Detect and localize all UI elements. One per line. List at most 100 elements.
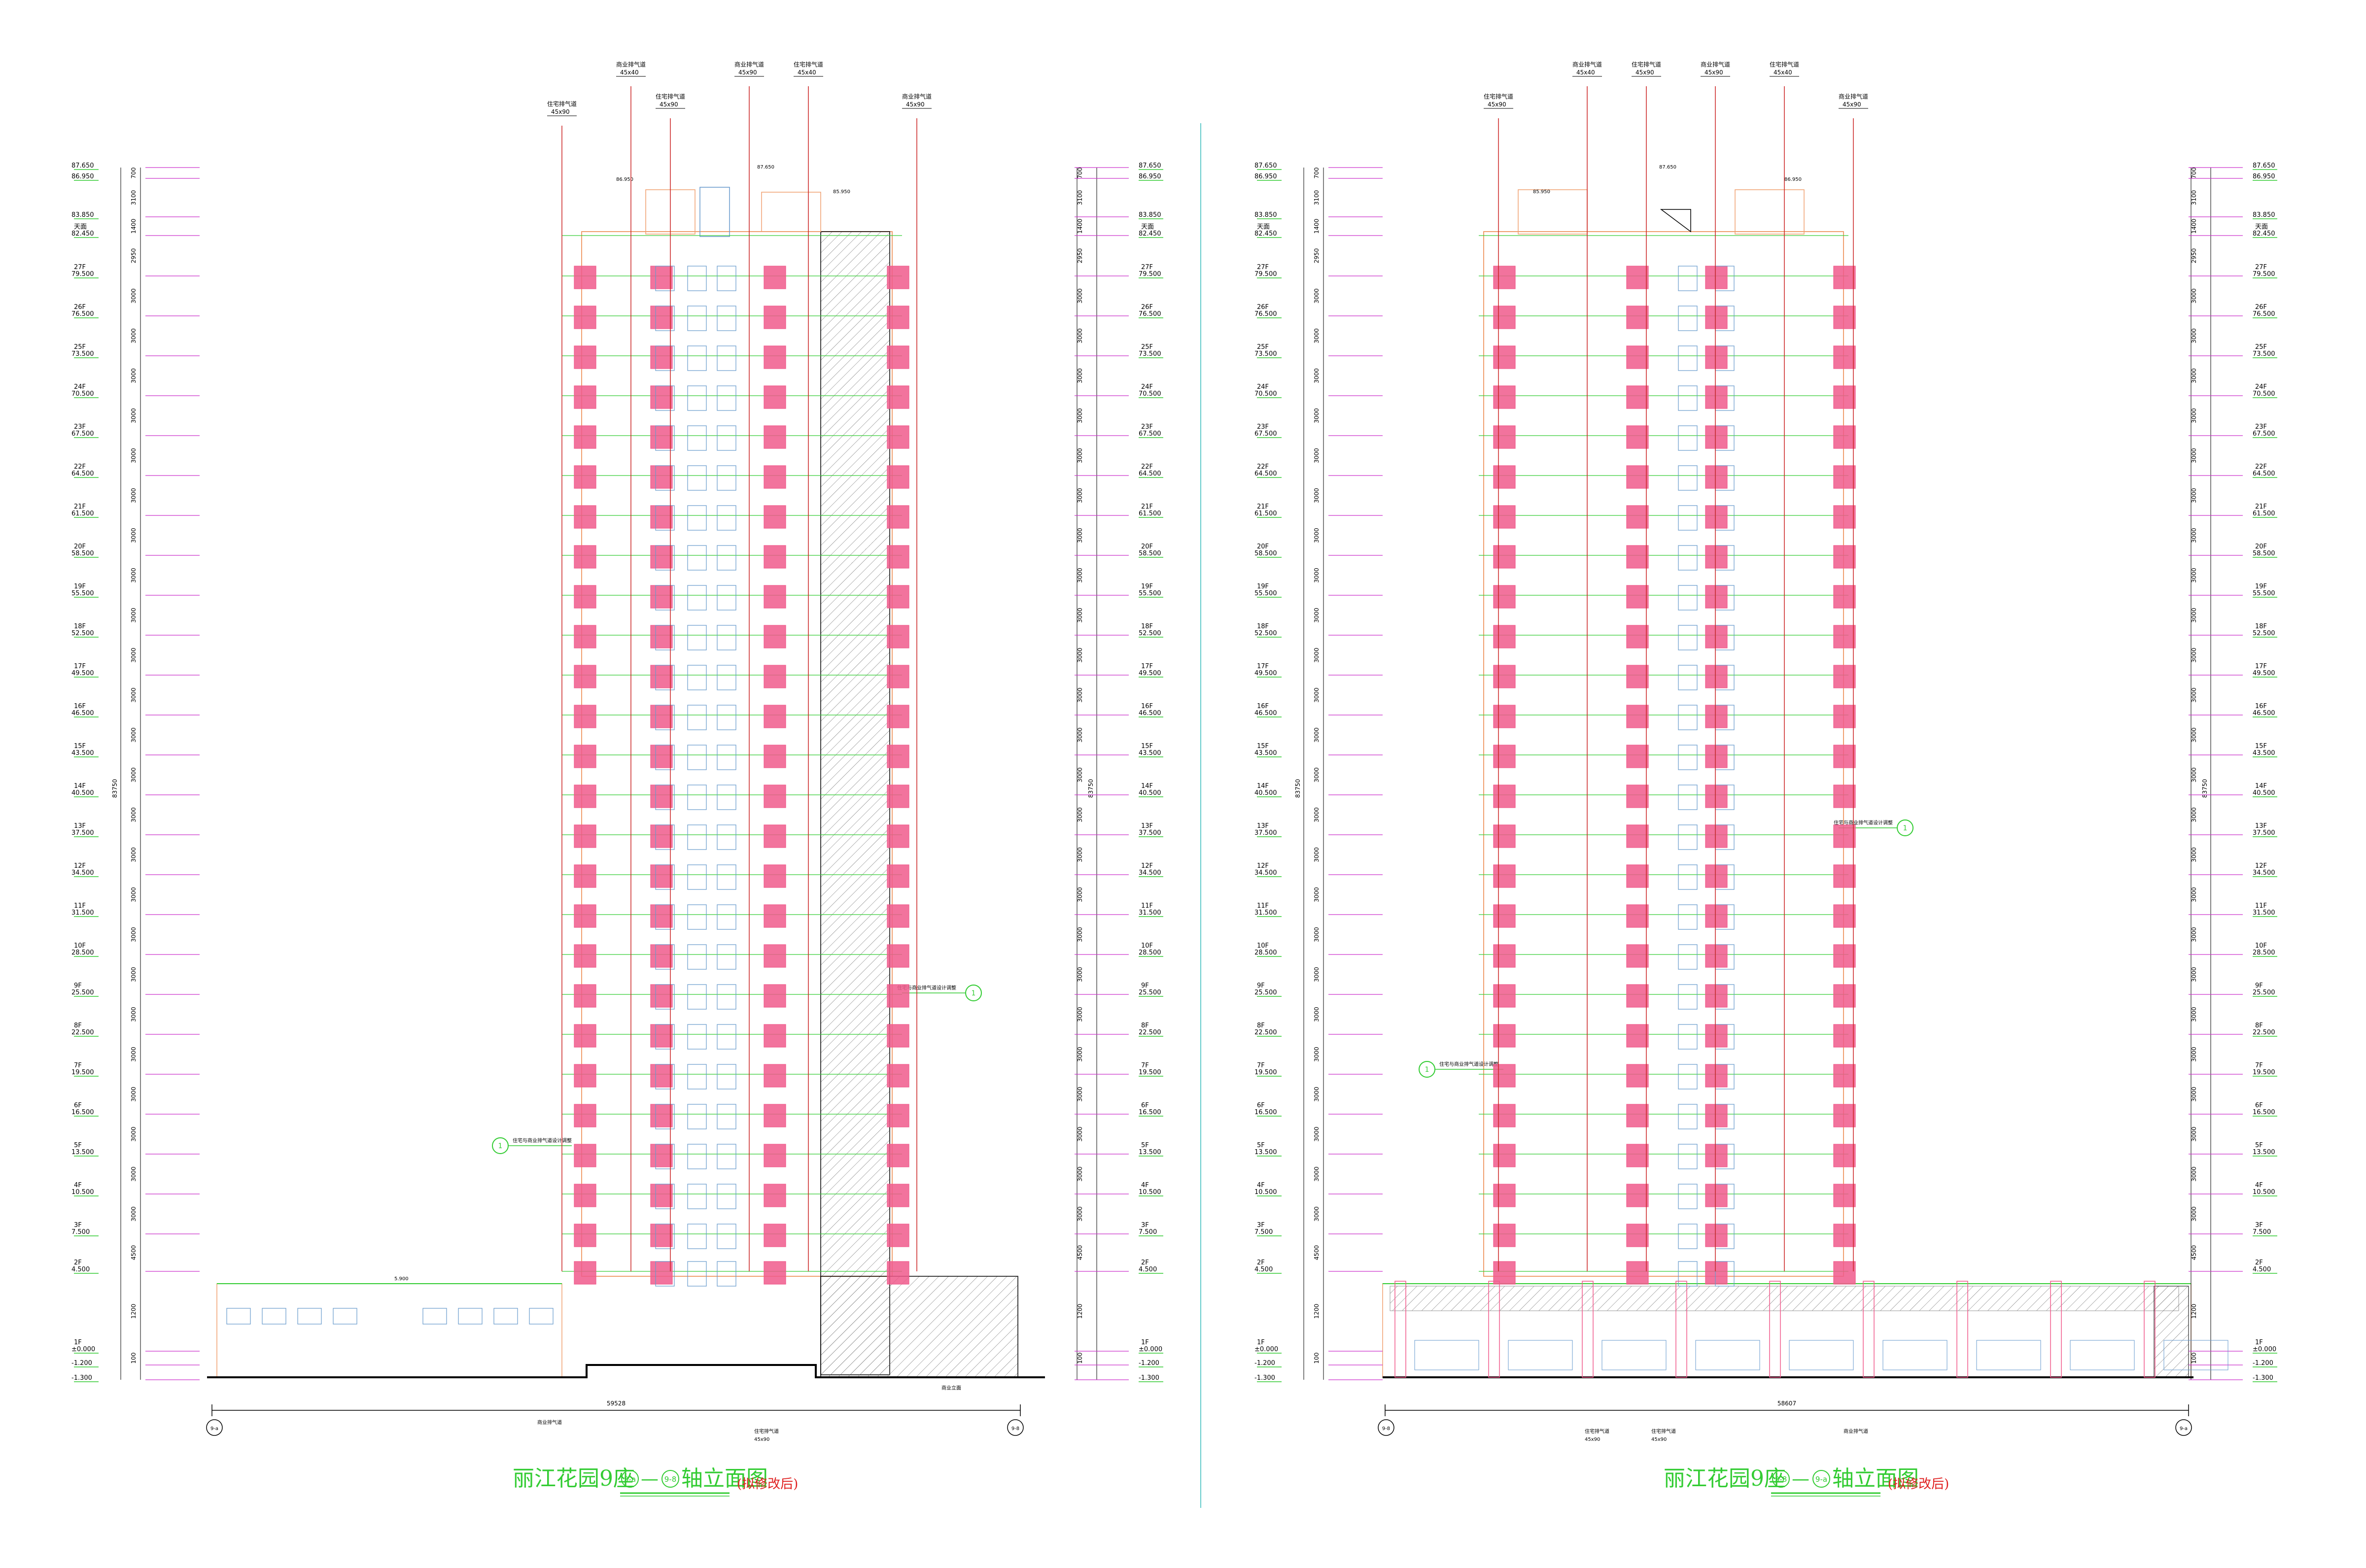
- floor-dim-mid-left-13: 3000: [1077, 648, 1083, 663]
- level-elev-mid-right-20: 31.500: [1254, 909, 1277, 917]
- window-left-pink-1-23: [887, 1024, 909, 1048]
- floor-dim-far-right-28: 4500: [2191, 1245, 2197, 1261]
- level-name-mid-left-13: 18F: [1141, 623, 1153, 630]
- window-right-pink-3-5: [1705, 306, 1728, 329]
- level-name-far-left-4: 27F: [74, 264, 86, 271]
- right-top-elev-b: 86.950: [1784, 177, 1802, 182]
- window-right-pink-0-15: [1493, 705, 1516, 728]
- window-left-blue-0-9: [655, 465, 675, 491]
- floor-dim-mid-left-23: 3000: [1077, 1047, 1083, 1062]
- pipe-label-right-4: 住宅排气道: [1770, 61, 1799, 68]
- level-name-far-right-20: 11F: [2255, 902, 2267, 910]
- window-left-blue-1-26: [687, 1144, 707, 1169]
- window-right-pink-3-24: [1705, 1064, 1728, 1088]
- level-elev-mid-left-29: 4.500: [1139, 1266, 1157, 1273]
- window-left-blue-1-13: [687, 625, 707, 650]
- floor-dim-mid-right-18: 3000: [1313, 847, 1320, 862]
- window-right-pink-1-29: [1833, 1261, 1856, 1285]
- window-right-blue-0-14: [1678, 665, 1698, 690]
- window-right-pink-1-26: [1833, 1144, 1856, 1167]
- level-elev-far-left-14: 49.500: [71, 670, 94, 677]
- level-elev-far-right-7: 70.500: [2253, 390, 2275, 398]
- floor-dim-mid-right-1: 3100: [1313, 190, 1320, 205]
- right-bottom-label-b: 住宅排气道: [1651, 1428, 1676, 1434]
- left-detail-callout-2: 1 住宅与商业排气道设计调整: [897, 985, 982, 1001]
- level-name-mid-left-28: 3F: [1141, 1222, 1149, 1229]
- window-right-blue-0-23: [1678, 1024, 1698, 1050]
- right-axis-word: 轴立面图: [1832, 1466, 1919, 1491]
- window-left-pink-0-18: [574, 824, 596, 848]
- window-right-pink-0-12: [1493, 585, 1516, 609]
- window-left-blue-2-27: [717, 1184, 736, 1209]
- floor-dim-mid-left-28: 4500: [1077, 1245, 1083, 1261]
- level-name-mid-left-16: 15F: [1141, 743, 1153, 750]
- pipe-size-right-5: 45x90: [1843, 101, 1861, 108]
- level-elev-mid-left-2: 83.850: [1139, 211, 1161, 219]
- window-left-pink-1-19: [887, 864, 909, 888]
- pipe-size-right-0: 45x90: [1488, 101, 1506, 108]
- pipe-label-left-4: 住宅排气道: [794, 61, 823, 68]
- window-left-blue-1-9: [687, 465, 707, 491]
- floor-dim-mid-right-24: 3000: [1313, 1087, 1320, 1102]
- window-left-blue-0-10: [655, 505, 675, 531]
- podium-window-left-6: [493, 1308, 518, 1325]
- window-left-blue-0-6: [655, 345, 675, 371]
- floor-dim-far-left-12: 3000: [130, 608, 137, 623]
- window-right-pink-2-18: [1626, 824, 1649, 848]
- level-name-mid-left-7: 24F: [1141, 383, 1153, 391]
- left-hatched-core: [820, 231, 890, 1375]
- level-elev-far-left-5: 76.500: [71, 310, 94, 318]
- level-name-far-left-11: 20F: [74, 543, 86, 550]
- level-name-mid-right-15: 16F: [1257, 703, 1269, 710]
- floor-dim-far-right-20: 3000: [2191, 927, 2197, 942]
- window-right-pink-3-18: [1705, 824, 1728, 848]
- floor-dim-mid-left-16: 3000: [1077, 767, 1083, 783]
- level-elev-far-right-32: -1.300: [2253, 1374, 2273, 1382]
- level-elev-mid-left-26: 13.500: [1139, 1149, 1161, 1156]
- level-elev-mid-left-27: 10.500: [1139, 1189, 1161, 1196]
- floor-dim-mid-right-21: 3000: [1313, 967, 1320, 982]
- window-left-blue-2-25: [717, 1104, 736, 1129]
- window-right-blue-0-28: [1678, 1224, 1698, 1249]
- podium-pier-right-2: [1582, 1281, 1594, 1378]
- level-elev-mid-right-27: 10.500: [1254, 1189, 1277, 1196]
- floor-dim-far-right-10: 3000: [2191, 528, 2197, 543]
- floor-dim-far-left-7: 3000: [130, 408, 137, 423]
- level-elev-mid-right-19: 34.500: [1254, 869, 1277, 877]
- window-right-pink-0-9: [1493, 465, 1516, 489]
- floor-dim-far-left-15: 3000: [130, 727, 137, 743]
- floor-dim-mid-right-16: 3000: [1313, 767, 1320, 783]
- window-left-pink-2-23: [764, 1024, 786, 1048]
- window-left-blue-1-12: [687, 585, 707, 611]
- floor-dim-far-right-9: 3000: [2191, 488, 2197, 503]
- level-elev-mid-left-25: 16.500: [1139, 1109, 1161, 1116]
- floor-dim-mid-right-0: 700: [1313, 168, 1320, 179]
- floor-dim-far-right-21: 3000: [2191, 967, 2197, 982]
- level-elev-far-right-3: 82.450: [2253, 230, 2275, 238]
- left-axis-from-label: 9-a: [624, 1475, 636, 1484]
- podium-shopfront-right-5: [1882, 1340, 1948, 1370]
- level-elev-far-left-2: 83.850: [71, 211, 94, 219]
- window-left-pink-0-24: [574, 1064, 596, 1088]
- level-elev-far-left-32: -1.300: [71, 1374, 92, 1382]
- level-elev-mid-left-32: -1.300: [1139, 1374, 1159, 1382]
- floor-dim-far-left-27: 3000: [130, 1206, 137, 1222]
- window-left-pink-0-13: [574, 625, 596, 648]
- level-name-mid-right-27: 4F: [1257, 1182, 1265, 1189]
- podium-shopfront-right-3: [1695, 1340, 1760, 1370]
- level-name-mid-right-25: 6F: [1257, 1102, 1265, 1109]
- window-right-blue-0-9: [1678, 465, 1698, 491]
- floor-dim-far-right-22: 3000: [2191, 1007, 2197, 1022]
- window-left-blue-1-29: [687, 1261, 707, 1287]
- floor-dim-far-left-0: 700: [130, 168, 137, 179]
- window-right-pink-1-17: [1833, 784, 1856, 808]
- level-elev-mid-right-17: 40.500: [1254, 789, 1277, 797]
- level-name-mid-right-17: 14F: [1257, 783, 1269, 790]
- level-elev-mid-right-22: 25.500: [1254, 989, 1277, 996]
- right-axis-dash: —: [1792, 1469, 1809, 1489]
- level-elev-far-right-23: 22.500: [2253, 1029, 2275, 1036]
- floor-dim-mid-left-11: 3000: [1077, 568, 1083, 583]
- window-left-blue-0-22: [655, 984, 675, 1010]
